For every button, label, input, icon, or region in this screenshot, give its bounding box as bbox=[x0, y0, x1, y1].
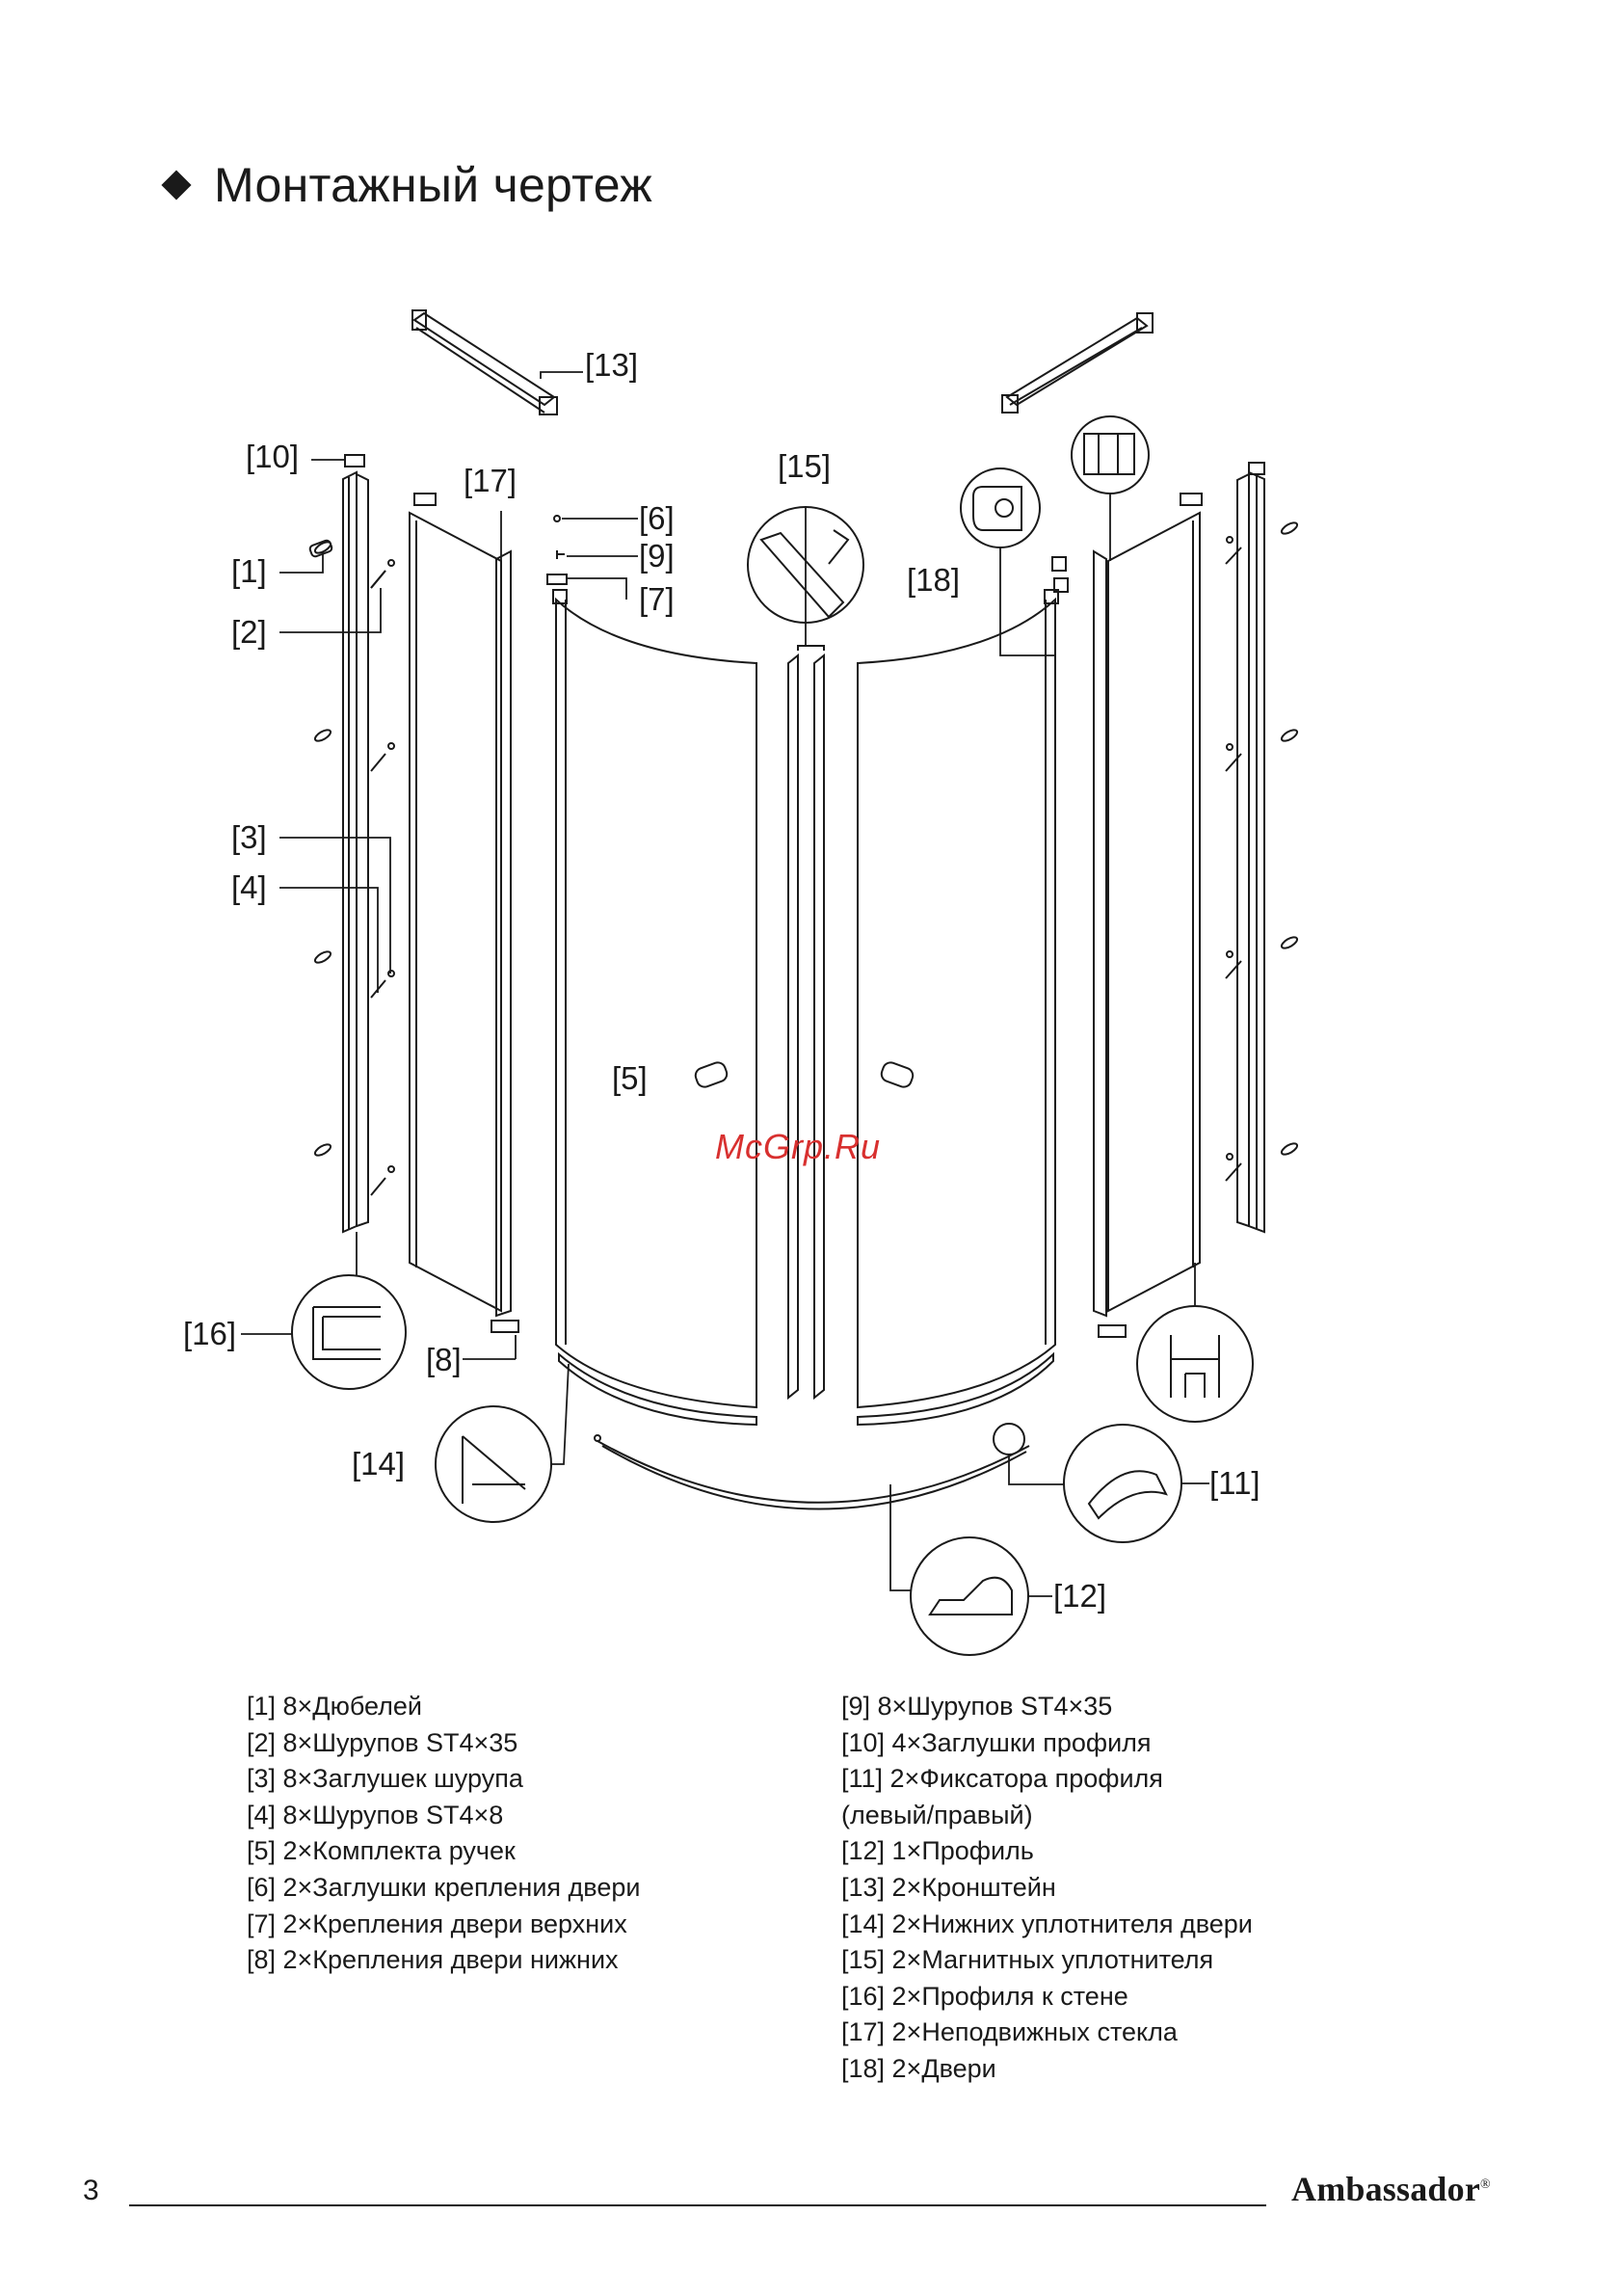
handle-left bbox=[694, 1061, 729, 1088]
parts-list-item: [2] 8×Шурупов ST4×35 bbox=[247, 1727, 518, 1757]
parts-list-item: [4] 8×Шурупов ST4×8 bbox=[247, 1800, 504, 1829]
parts-list-right: [9] 8×Шурупов ST4×35 [10] 4×Заглушки про… bbox=[841, 1689, 1253, 2088]
brand-logo: Ambassador® bbox=[1291, 2169, 1491, 2209]
parts-list-item: [17] 2×Неподвижных стекла bbox=[841, 2017, 1178, 2047]
page-number: 3 bbox=[83, 2175, 99, 2206]
parts-list-item: [18] 2×Двери bbox=[841, 2053, 996, 2083]
bracket-left bbox=[411, 309, 558, 415]
wall-profile-right bbox=[1236, 462, 1265, 1234]
detail-bubble-11 bbox=[1063, 1424, 1182, 1543]
fixed-glass-right bbox=[1093, 493, 1203, 1318]
callout-2: [2] bbox=[231, 614, 267, 650]
parts-list-item: (левый/правый) bbox=[841, 1800, 1033, 1829]
callout-7: [7] bbox=[639, 581, 675, 617]
callout-16: [16] bbox=[183, 1316, 236, 1351]
parts-list-item: [13] 2×Кронштейн bbox=[841, 1872, 1056, 1902]
wall-fixings-right bbox=[1225, 521, 1299, 1182]
parts-list-item: [16] 2×Профиля к стене bbox=[841, 1981, 1128, 2011]
parts-list-item: [10] 4×Заглушки профиля bbox=[841, 1727, 1152, 1757]
bottom-arc-profile bbox=[594, 1434, 1030, 1510]
parts-list-item: [1] 8×Дюбелей bbox=[247, 1692, 422, 1721]
callout-1: [1] bbox=[231, 553, 267, 589]
detail-bubble-16 bbox=[291, 1274, 407, 1390]
page-title: Монтажный чертеж bbox=[161, 156, 652, 214]
door-right bbox=[857, 589, 1059, 1409]
parts-list-item: [3] 8×Заглушек шурупа bbox=[247, 1764, 523, 1794]
callout-8: [8] bbox=[426, 1342, 462, 1377]
parts-list-item: [12] 1×Профиль bbox=[841, 1836, 1034, 1866]
callout-13: [13] bbox=[585, 347, 638, 383]
detail-bubble-12 bbox=[910, 1536, 1029, 1656]
callout-10: [10] bbox=[246, 439, 299, 474]
callout-17: [17] bbox=[464, 463, 517, 498]
small-parts bbox=[308, 515, 1127, 1455]
bottom-seal-right bbox=[857, 1351, 1054, 1427]
parts-list-left: [1] 8×Дюбелей [2] 8×Шурупов ST4×35 [3] 8… bbox=[247, 1689, 640, 1979]
parts-list-item: [6] 2×Заглушки крепления двери bbox=[247, 1872, 641, 1902]
parts-list-item: [7] 2×Крепления двери верхних bbox=[247, 1909, 627, 1938]
callout-4: [4] bbox=[231, 869, 267, 905]
door-left bbox=[552, 589, 757, 1409]
footer-divider bbox=[129, 2204, 1266, 2206]
callout-3: [3] bbox=[231, 819, 267, 855]
fixed-glass-left bbox=[409, 493, 512, 1318]
callout-6: [6] bbox=[639, 500, 675, 536]
brand-registered-mark: ® bbox=[1480, 2177, 1491, 2192]
parts-list-item: [15] 2×Магнитных уплотнителя bbox=[841, 1945, 1214, 1975]
detail-bubble-profile bbox=[1071, 415, 1150, 494]
bottom-seal-left bbox=[558, 1351, 757, 1427]
callout-5: [5] bbox=[612, 1060, 648, 1096]
parts-list-item: [14] 2×Нижних уплотнителя двери bbox=[841, 1909, 1253, 1938]
parts-list-item: [9] 8×Шурупов ST4×35 bbox=[841, 1692, 1113, 1721]
callout-15: [15] bbox=[778, 448, 831, 484]
page-title-text: Монтажный чертеж bbox=[214, 158, 652, 212]
callout-14: [14] bbox=[352, 1446, 405, 1482]
wall-fixings-left bbox=[313, 541, 395, 1196]
detail-bubble-18 bbox=[960, 467, 1041, 548]
handle-right bbox=[880, 1061, 915, 1088]
callout-9: [9] bbox=[639, 538, 675, 574]
callout-12: [12] bbox=[1053, 1578, 1106, 1614]
wall-profile-left bbox=[342, 454, 369, 1234]
parts-list-item: [11] 2×Фиксатора профиля bbox=[841, 1764, 1163, 1794]
detail-bubble-wall-right bbox=[1136, 1305, 1254, 1423]
brand-name: Ambassador bbox=[1291, 2170, 1481, 2208]
bracket-right bbox=[1001, 312, 1154, 414]
detail-bubble-14 bbox=[435, 1405, 552, 1523]
watermark: McGrp.Ru bbox=[715, 1127, 881, 1166]
callout-11: [11] bbox=[1209, 1465, 1260, 1501]
callout-18: [18] bbox=[907, 562, 960, 598]
parts-list-item: [8] 2×Крепления двери нижних bbox=[247, 1945, 619, 1975]
magnetic-seals bbox=[787, 645, 825, 1401]
parts-list-item: [5] 2×Комплекта ручек bbox=[247, 1836, 516, 1866]
leader-lines bbox=[241, 371, 1209, 1597]
